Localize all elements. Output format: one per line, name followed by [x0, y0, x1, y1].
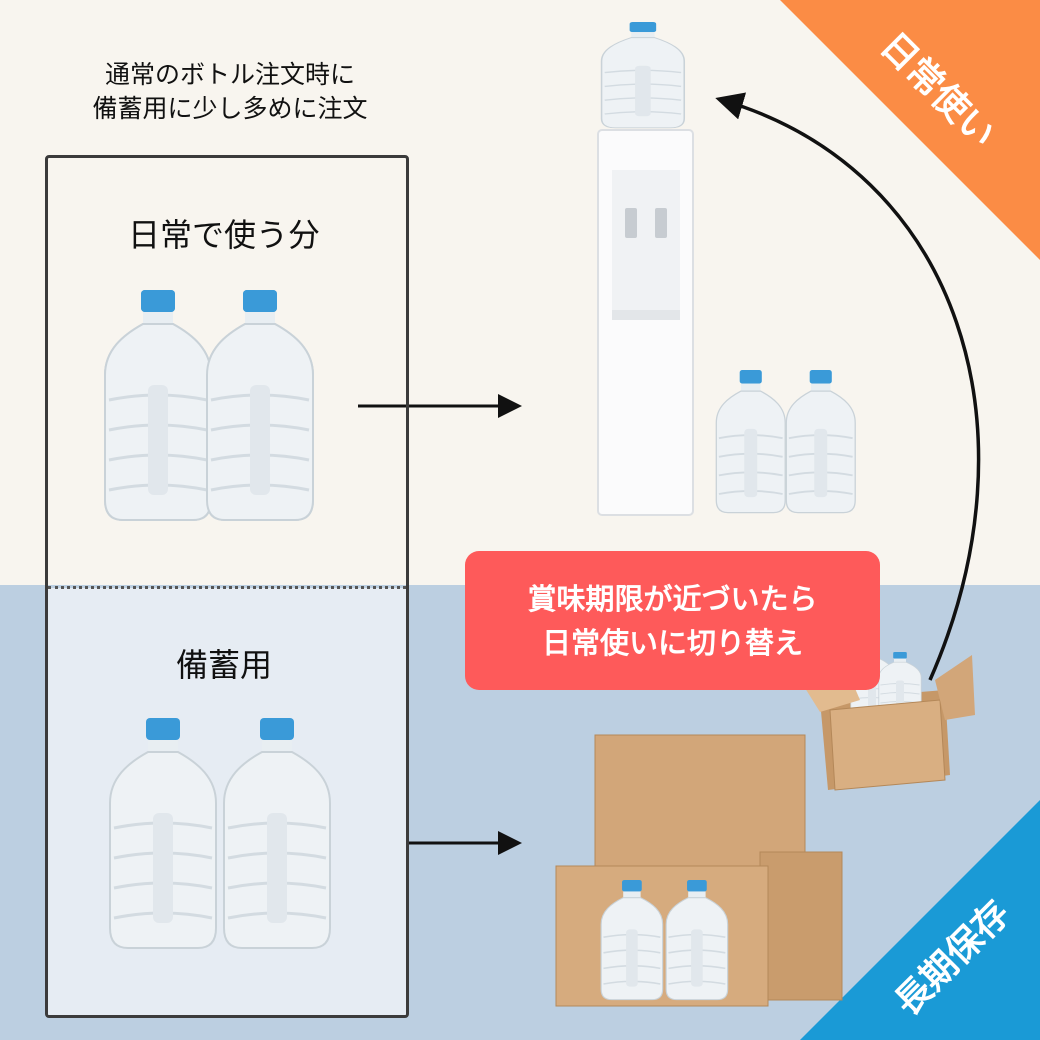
intro-text: 通常のボトル注文時に 備蓄用に少し多めに注文 [40, 58, 420, 126]
order-panel [45, 155, 409, 1018]
storage-boxes [555, 734, 843, 1007]
swap-callout: 賞味期限が近づいたら 日常使いに切り替え [465, 551, 880, 690]
callout-line-2: 日常使いに切り替え [541, 625, 803, 660]
dispenser-side-bottles [715, 369, 857, 514]
stock-label: 備蓄用 [175, 646, 272, 684]
daily-corner-banner [780, 0, 1040, 260]
callout-line-1: 賞味期限が近づいたら [527, 581, 818, 616]
water-dispenser [597, 20, 694, 516]
storage-corner-banner [800, 800, 1040, 1040]
intro-line-2: 備蓄用に少し多めに注文 [92, 94, 368, 123]
section-divider [48, 586, 406, 589]
arrow-swap-to-daily [715, 92, 981, 681]
intro-line-1: 通常のボトル注文時に [104, 60, 355, 89]
daily-label: 日常で使う分 [127, 216, 320, 254]
